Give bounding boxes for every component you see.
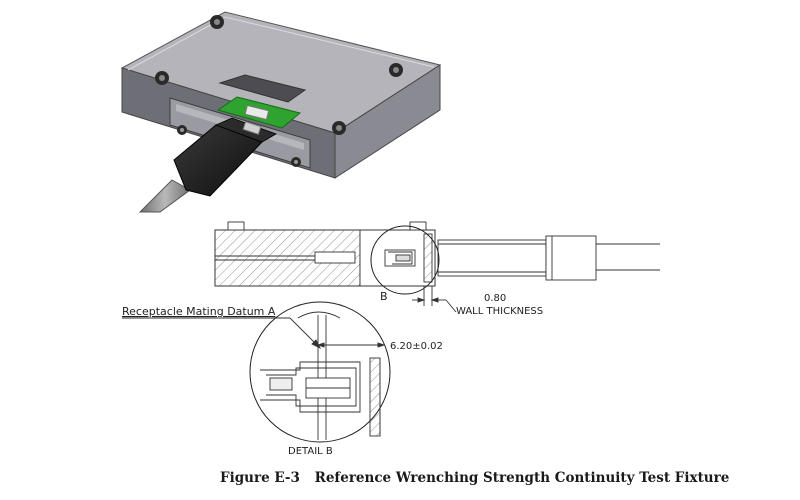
detail-circle — [370, 225, 440, 295]
detail-b-title: DETAIL B — [288, 446, 333, 457]
figure-title: Reference Wrenching Strength Continuity … — [314, 470, 730, 486]
datum-label: Receptacle Mating Datum A — [122, 305, 276, 318]
fixture-pocket — [218, 74, 307, 103]
cable-3d — [138, 179, 191, 213]
screw-icon — [291, 157, 301, 167]
detail-b-view — [122, 301, 391, 443]
receptacle-connector — [244, 104, 270, 121]
fixture-block-side — [334, 64, 441, 179]
wall-thickness-label: WALL THICKNESS — [456, 306, 543, 317]
screw-icon — [155, 71, 169, 85]
detail-b-circle — [249, 301, 391, 443]
fixture-3d-render — [120, 11, 442, 213]
screw-icon — [389, 63, 403, 77]
figure-caption: Figure E-3 Reference Wrenching Strength … — [220, 470, 740, 486]
screw-icon — [177, 125, 187, 135]
figure-number: Figure E-3 — [220, 470, 300, 486]
screw-icon — [332, 121, 346, 135]
section-plug — [437, 239, 547, 277]
detail-marker-label: B — [380, 290, 388, 303]
section-view — [214, 221, 660, 313]
screw-icon — [210, 15, 224, 29]
wall-thickness-value: 0.80 — [484, 293, 506, 304]
usb-plug-3d — [173, 124, 263, 197]
dimension-label: 6.20±0.02 — [390, 341, 443, 352]
